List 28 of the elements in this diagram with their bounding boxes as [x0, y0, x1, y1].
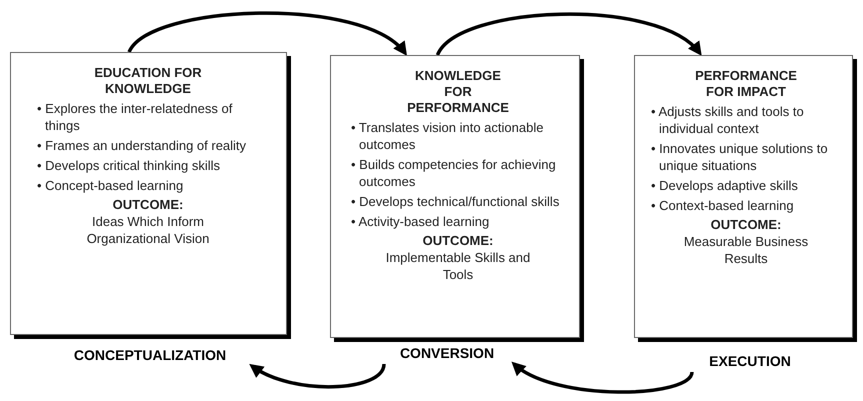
bullet-text: • Frames an understanding of reality	[37, 137, 248, 154]
curved-arrow	[249, 364, 386, 388]
bullet-text: • Explores the inter-relatedness of things	[37, 100, 234, 134]
bullet-text: • Translates vision into actionable outcomes	[351, 119, 544, 153]
phase-label: CONVERSION	[382, 344, 512, 362]
bullet-text: • Develops critical thinking skills	[37, 157, 222, 174]
bullet-text: • Develops adaptive skills	[651, 177, 799, 194]
bullet-text: • Activity-based learning	[351, 213, 490, 230]
curved-arrow	[128, 11, 408, 56]
bullet-text: • Concept-based learning	[37, 177, 184, 194]
bullet-text: • Develops technical/functional skills	[351, 193, 560, 210]
box-heading: EDUCATION FOR KNOWLEDGE	[93, 65, 203, 97]
phase-label: CONCEPTUALIZATION	[50, 346, 250, 364]
box-heading: PERFORMANCE FOR IMPACT	[694, 68, 798, 100]
bullet-text: • Adjusts skills and tools to individual context	[651, 103, 805, 137]
bullet-text: • Context-based learning	[651, 197, 795, 214]
bullet-text: • Innovates unique solutions to unique situations	[651, 140, 829, 174]
bullet-text: • Builds competencies for achieving outcomes	[351, 156, 557, 190]
outcome-heading: OUTCOME:	[112, 197, 184, 213]
outcome-heading: OUTCOME:	[710, 217, 782, 233]
curved-arrow	[511, 362, 694, 394]
outcome-heading: OUTCOME:	[422, 233, 494, 249]
outcome-text: Implementable Skills and Tools	[384, 249, 532, 283]
box-heading: KNOWLEDGE FOR PERFORMANCE	[406, 68, 510, 116]
outcome-text: Measurable Business Results	[682, 233, 810, 267]
outcome-text: Ideas Which Inform Organizational Vision	[86, 213, 210, 247]
phase-label: EXECUTION	[690, 352, 810, 370]
curved-arrow	[436, 12, 702, 56]
